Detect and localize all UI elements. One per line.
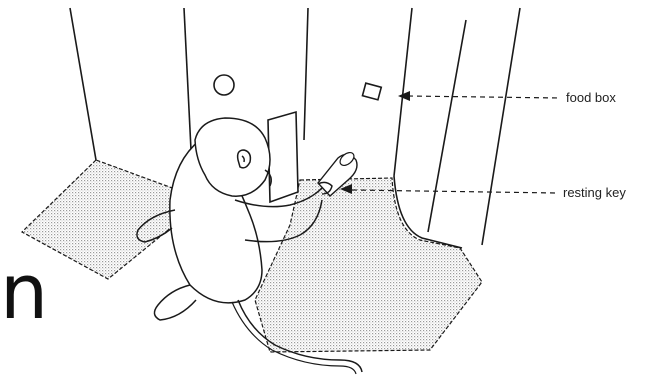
round-opening [214,75,234,95]
food-box-callout-arrow [398,91,560,101]
food-box-label: food box [566,91,616,104]
clipped-slide-text: n [0,254,48,330]
food-box-shape [362,83,381,100]
right-floor-panel [255,178,482,352]
resting-key-label: resting key [563,186,626,199]
door-panel [268,112,298,202]
